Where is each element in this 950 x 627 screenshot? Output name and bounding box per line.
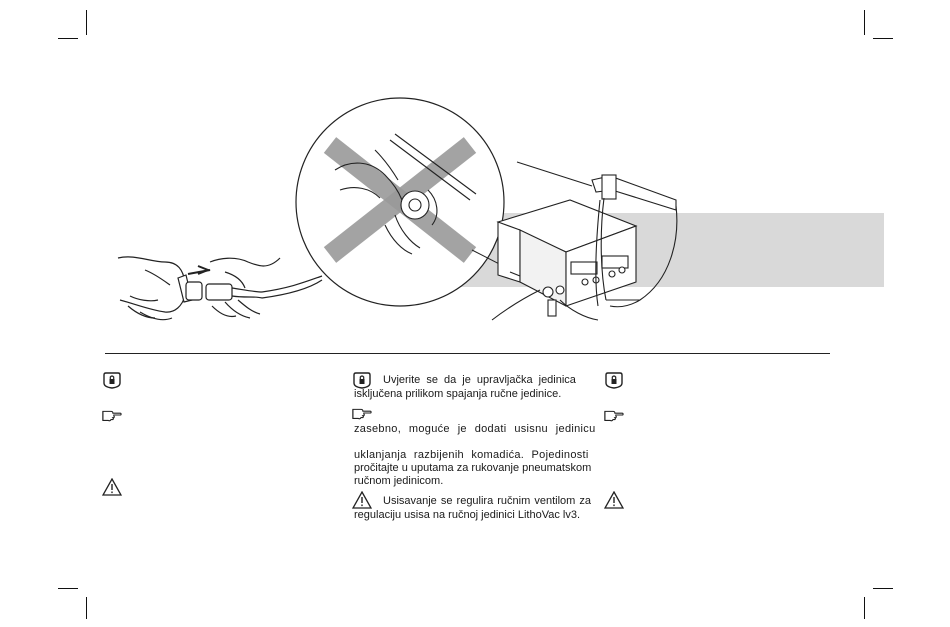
crop-mark-bottom-right-h xyxy=(873,588,893,589)
safety-lock-icon xyxy=(605,372,623,389)
crop-mark-bottom-right-v xyxy=(864,597,865,619)
pointing-hand-icon xyxy=(604,410,624,422)
crop-mark-top-right-v xyxy=(864,10,865,35)
crop-mark-top-right-h xyxy=(873,38,893,39)
assembly-illustration xyxy=(117,97,884,321)
note-text-line-2: uklanjanja razbijenih komadića. Pojedino… xyxy=(354,449,589,461)
caution-text-line-1: Uvjerite se da je upravljačka jedinica xyxy=(383,374,576,386)
note-text-line-1: zasebno, moguće je dodati usisnu jedinic… xyxy=(354,423,596,435)
section-divider xyxy=(105,353,830,354)
warning-text-line-1: Usisavanje se regulira ručnim ventilom z… xyxy=(383,495,591,507)
warning-triangle-icon xyxy=(352,491,372,509)
note-text-line-4: ručnom jedinicom. xyxy=(354,475,444,487)
caution-text-line-2: isključena prilikom spajanja ručne jedin… xyxy=(354,388,562,400)
safety-lock-icon xyxy=(103,372,121,389)
note-text-line-3: pročitajte u uputama za rukovanje pneuma… xyxy=(354,462,592,474)
warning-text-line-2: regulaciju usisa na ručnoj jedinici Lith… xyxy=(354,509,581,521)
pointing-hand-icon xyxy=(352,408,372,420)
control-unit-illustration xyxy=(496,199,638,317)
warning-triangle-icon xyxy=(102,478,122,496)
handpiece-and-cables xyxy=(491,161,678,321)
hands-connecting-cable-illustration xyxy=(117,256,323,321)
crop-mark-bottom-left-h xyxy=(58,588,78,589)
safety-lock-icon xyxy=(353,372,371,389)
crop-mark-bottom-left-v xyxy=(86,597,87,619)
crop-mark-top-left-v xyxy=(86,10,87,35)
warning-triangle-icon xyxy=(604,491,624,509)
crop-mark-top-left-h xyxy=(58,38,78,39)
pointing-hand-icon xyxy=(102,410,122,422)
do-not-inset-illustration xyxy=(295,97,516,307)
